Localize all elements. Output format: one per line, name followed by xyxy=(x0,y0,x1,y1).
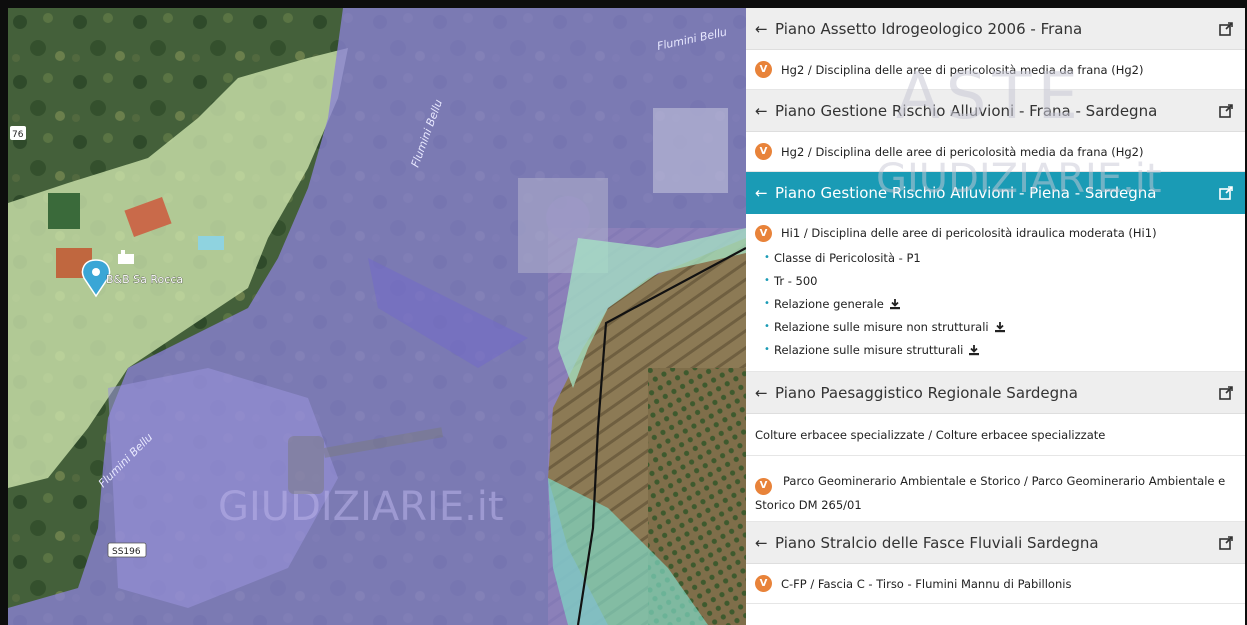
detail-text: Tr - 500 xyxy=(774,273,818,288)
court xyxy=(48,193,80,229)
section-header-ppr[interactable]: ← Piano Paesaggistico Regionale Sardegna xyxy=(746,372,1245,414)
road-label: 76 xyxy=(12,130,24,140)
list-item[interactable]: V C-FP / Fascia C - Tirso - Flumini Mann… xyxy=(746,564,1245,604)
detail-text[interactable]: Relazione sulle misure strutturali xyxy=(774,342,964,357)
place-label[interactable]: B&B Sa Rocca xyxy=(106,273,184,287)
download-icon[interactable] xyxy=(968,344,980,356)
arrow-left-icon: ← xyxy=(755,533,768,552)
v-badge: V xyxy=(755,143,772,160)
detail-text[interactable]: Relazione sulle misure non strutturali xyxy=(774,319,989,334)
map-view[interactable]: Flumini Bellu Flumini Bellu Flumini Bell… xyxy=(8,8,746,625)
detail-text[interactable]: Relazione generale xyxy=(774,296,884,311)
list-item[interactable]: V Hg2 / Disciplina delle aree di pericol… xyxy=(746,50,1245,90)
pool xyxy=(198,236,224,250)
detail-list: •Classe di Pericolosità - P1 •Tr - 500 •… xyxy=(755,246,1236,361)
section-header-pgra-frana[interactable]: ← Piano Gestione Rischio Alluvioni - Fra… xyxy=(746,90,1245,132)
section-title: Piano Paesaggistico Regionale Sardegna xyxy=(775,383,1078,402)
item-text: Colture erbacee specializzate / Colture … xyxy=(755,427,1106,442)
download-icon[interactable] xyxy=(994,321,1006,333)
v-badge: V xyxy=(755,477,772,495)
teal-zone[interactable] xyxy=(548,478,708,625)
section-title: Piano Gestione Rischio Alluvioni - Frana… xyxy=(775,101,1158,120)
river-channel xyxy=(368,258,528,368)
item-text: Hg2 / Disciplina delle aree di pericolos… xyxy=(781,144,1144,159)
section-header-pgra-piena[interactable]: ← Piano Gestione Rischio Alluvioni - Pie… xyxy=(746,172,1245,214)
external-link-icon[interactable] xyxy=(1217,102,1235,120)
hazard-zone-light[interactable] xyxy=(8,48,348,488)
v-badge: V xyxy=(755,224,772,242)
detail-item: •Classe di Pericolosità - P1 xyxy=(764,250,921,265)
list-item[interactable]: V Hg2 / Disciplina delle aree di pericol… xyxy=(746,132,1245,172)
map-canvas[interactable]: Flumini Bellu Flumini Bellu Flumini Bell… xyxy=(8,8,746,625)
map-pin-icon[interactable] xyxy=(81,259,111,298)
tank xyxy=(546,196,590,240)
boundary-line xyxy=(576,247,746,625)
industrial-site-2 xyxy=(653,108,728,193)
external-link-icon[interactable] xyxy=(1217,534,1235,552)
list-item[interactable]: Colture erbacee specializzate / Colture … xyxy=(746,414,1245,456)
detail-item: •Tr - 500 xyxy=(764,273,818,288)
item-text: C-FP / Fascia C - Tirso - Flumini Mannu … xyxy=(781,576,1072,591)
building xyxy=(124,197,172,237)
arrow-left-icon: ← xyxy=(755,101,768,120)
v-badge: V xyxy=(755,575,772,592)
teal-strip[interactable] xyxy=(558,228,746,388)
settlement-area xyxy=(108,368,338,608)
detail-item-link[interactable]: •Relazione sulle misure strutturali xyxy=(755,338,1236,361)
item-text: Hg2 / Disciplina delle aree di pericolos… xyxy=(781,62,1144,77)
download-icon[interactable] xyxy=(889,298,901,310)
section-header-psff[interactable]: ← Piano Stralcio delle Fasce Fluviali Sa… xyxy=(746,522,1245,564)
arrow-left-icon: ← xyxy=(755,184,768,202)
section-title: Piano Assetto Idrogeologico 2006 - Frana xyxy=(775,19,1083,38)
external-link-icon[interactable] xyxy=(1217,184,1235,202)
info-panel: ← Piano Assetto Idrogeologico 2006 - Fra… xyxy=(746,8,1245,625)
arrow-left-icon: ← xyxy=(755,19,768,38)
road-shield xyxy=(10,126,26,140)
detail-text: Classe di Pericolosità - P1 xyxy=(774,250,921,265)
item-text: Parco Geominerario Ambientale e Storico … xyxy=(755,474,1226,512)
section-header-pai-frana[interactable]: ← Piano Assetto Idrogeologico 2006 - Fra… xyxy=(746,8,1245,50)
item-text: Hi1 / Disciplina delle aree di pericolos… xyxy=(781,226,1157,240)
section-title: Piano Gestione Rischio Alluvioni - Piena… xyxy=(775,184,1157,202)
road-shield xyxy=(107,542,147,558)
external-link-icon[interactable] xyxy=(1217,384,1235,402)
v-badge: V xyxy=(755,61,772,78)
road-label: SS196 xyxy=(112,547,141,557)
gavel-icon xyxy=(288,427,444,494)
list-item[interactable]: V Hi1 / Disciplina delle aree di pericol… xyxy=(755,222,1236,244)
external-link-icon[interactable] xyxy=(1217,20,1235,38)
map-watermark: GIUDIZIARIE.it xyxy=(218,484,504,530)
section-title: Piano Stralcio delle Fasce Fluviali Sard… xyxy=(775,533,1099,552)
detail-item-link[interactable]: •Relazione sulle misure non strutturali xyxy=(755,315,1236,338)
arrow-left-icon: ← xyxy=(755,383,768,402)
bed-icon xyxy=(118,250,134,264)
section-detail: V Hi1 / Disciplina delle aree di pericol… xyxy=(746,214,1245,372)
detail-item-link[interactable]: •Relazione generale xyxy=(755,292,1236,315)
